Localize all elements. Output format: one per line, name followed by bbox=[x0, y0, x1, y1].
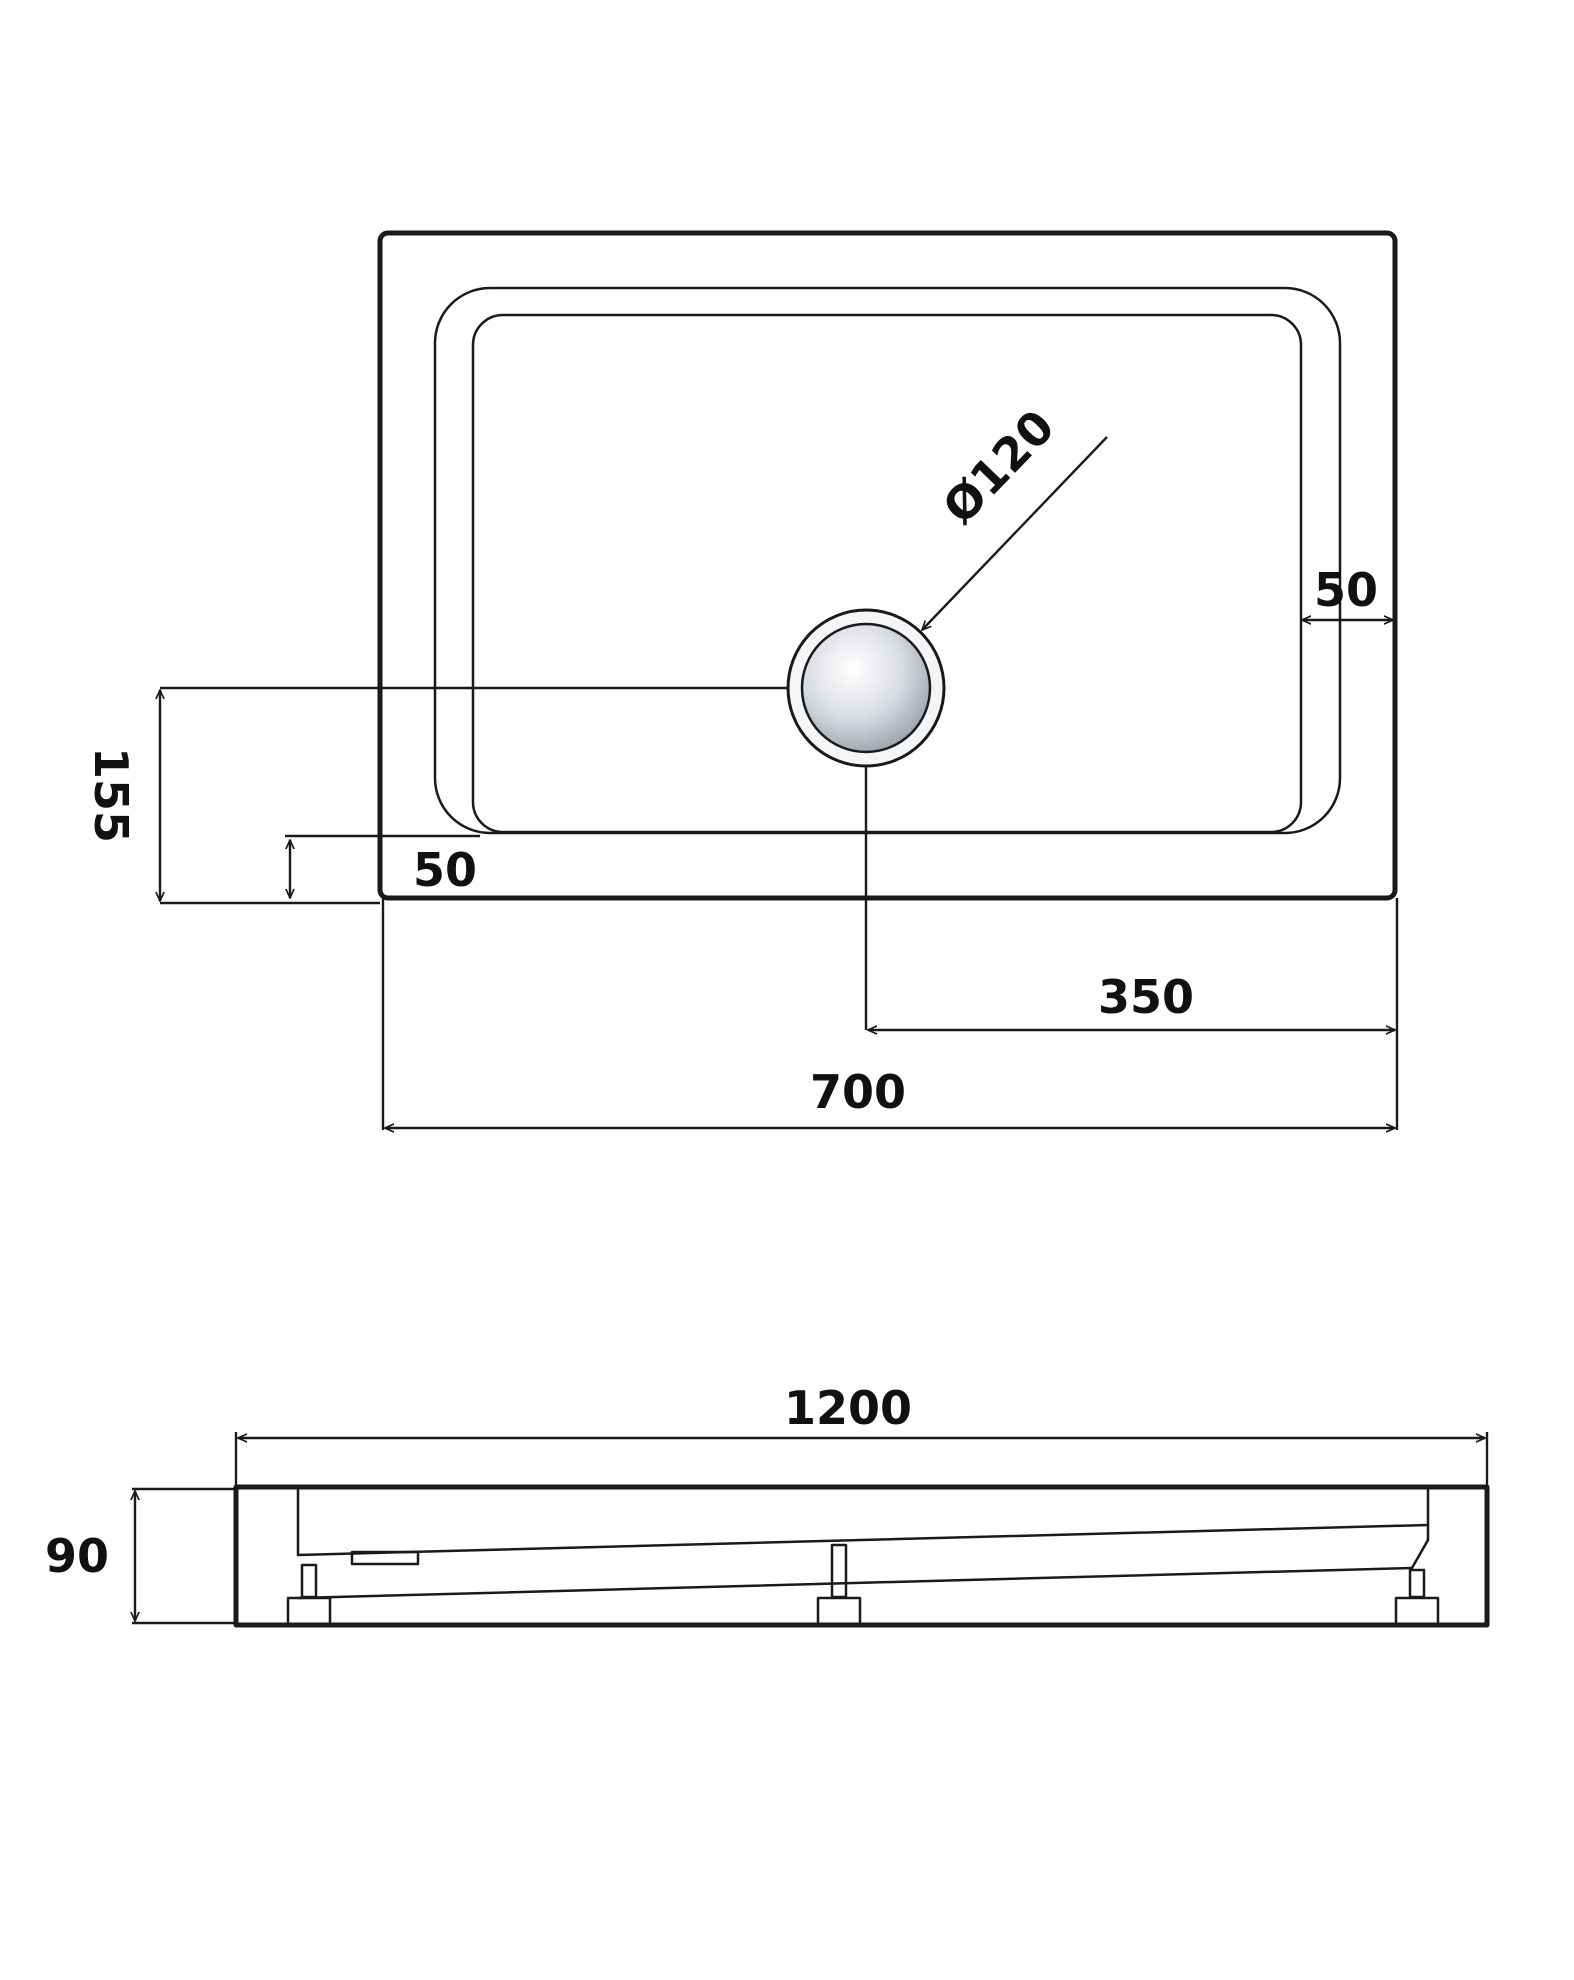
tray-outline bbox=[377, 230, 1398, 901]
rim-bottom-label: 50 bbox=[413, 843, 477, 897]
side-basin-slope bbox=[1410, 1538, 1430, 1570]
side-view: 1200 90 bbox=[45, 1381, 1490, 1628]
drain-offset-x-label: 350 bbox=[1098, 970, 1194, 1024]
side-basin-bottom bbox=[296, 1566, 1414, 1600]
drain bbox=[786, 608, 946, 768]
length-label: 1200 bbox=[784, 1381, 912, 1435]
drain-diameter-leader bbox=[922, 436, 1108, 630]
drain-cover bbox=[800, 622, 932, 754]
side-leg-center bbox=[816, 1543, 862, 1627]
rim-width-label: 50 bbox=[1314, 563, 1378, 617]
basin-inner-edge bbox=[471, 313, 1303, 834]
side-waste-outlet bbox=[350, 1550, 420, 1566]
side-leg-right bbox=[1394, 1568, 1440, 1627]
side-basin-top bbox=[296, 1523, 1430, 1557]
top-view: Ø120 50 155 50 350 700 bbox=[84, 230, 1399, 1130]
width-label: 700 bbox=[810, 1065, 906, 1119]
drain-diameter-label: Ø120 bbox=[932, 400, 1065, 535]
side-leg-left bbox=[286, 1563, 332, 1627]
height-label: 90 bbox=[45, 1529, 109, 1583]
side-tray-outline bbox=[233, 1484, 1490, 1628]
drain-offset-y-label: 155 bbox=[84, 747, 138, 843]
